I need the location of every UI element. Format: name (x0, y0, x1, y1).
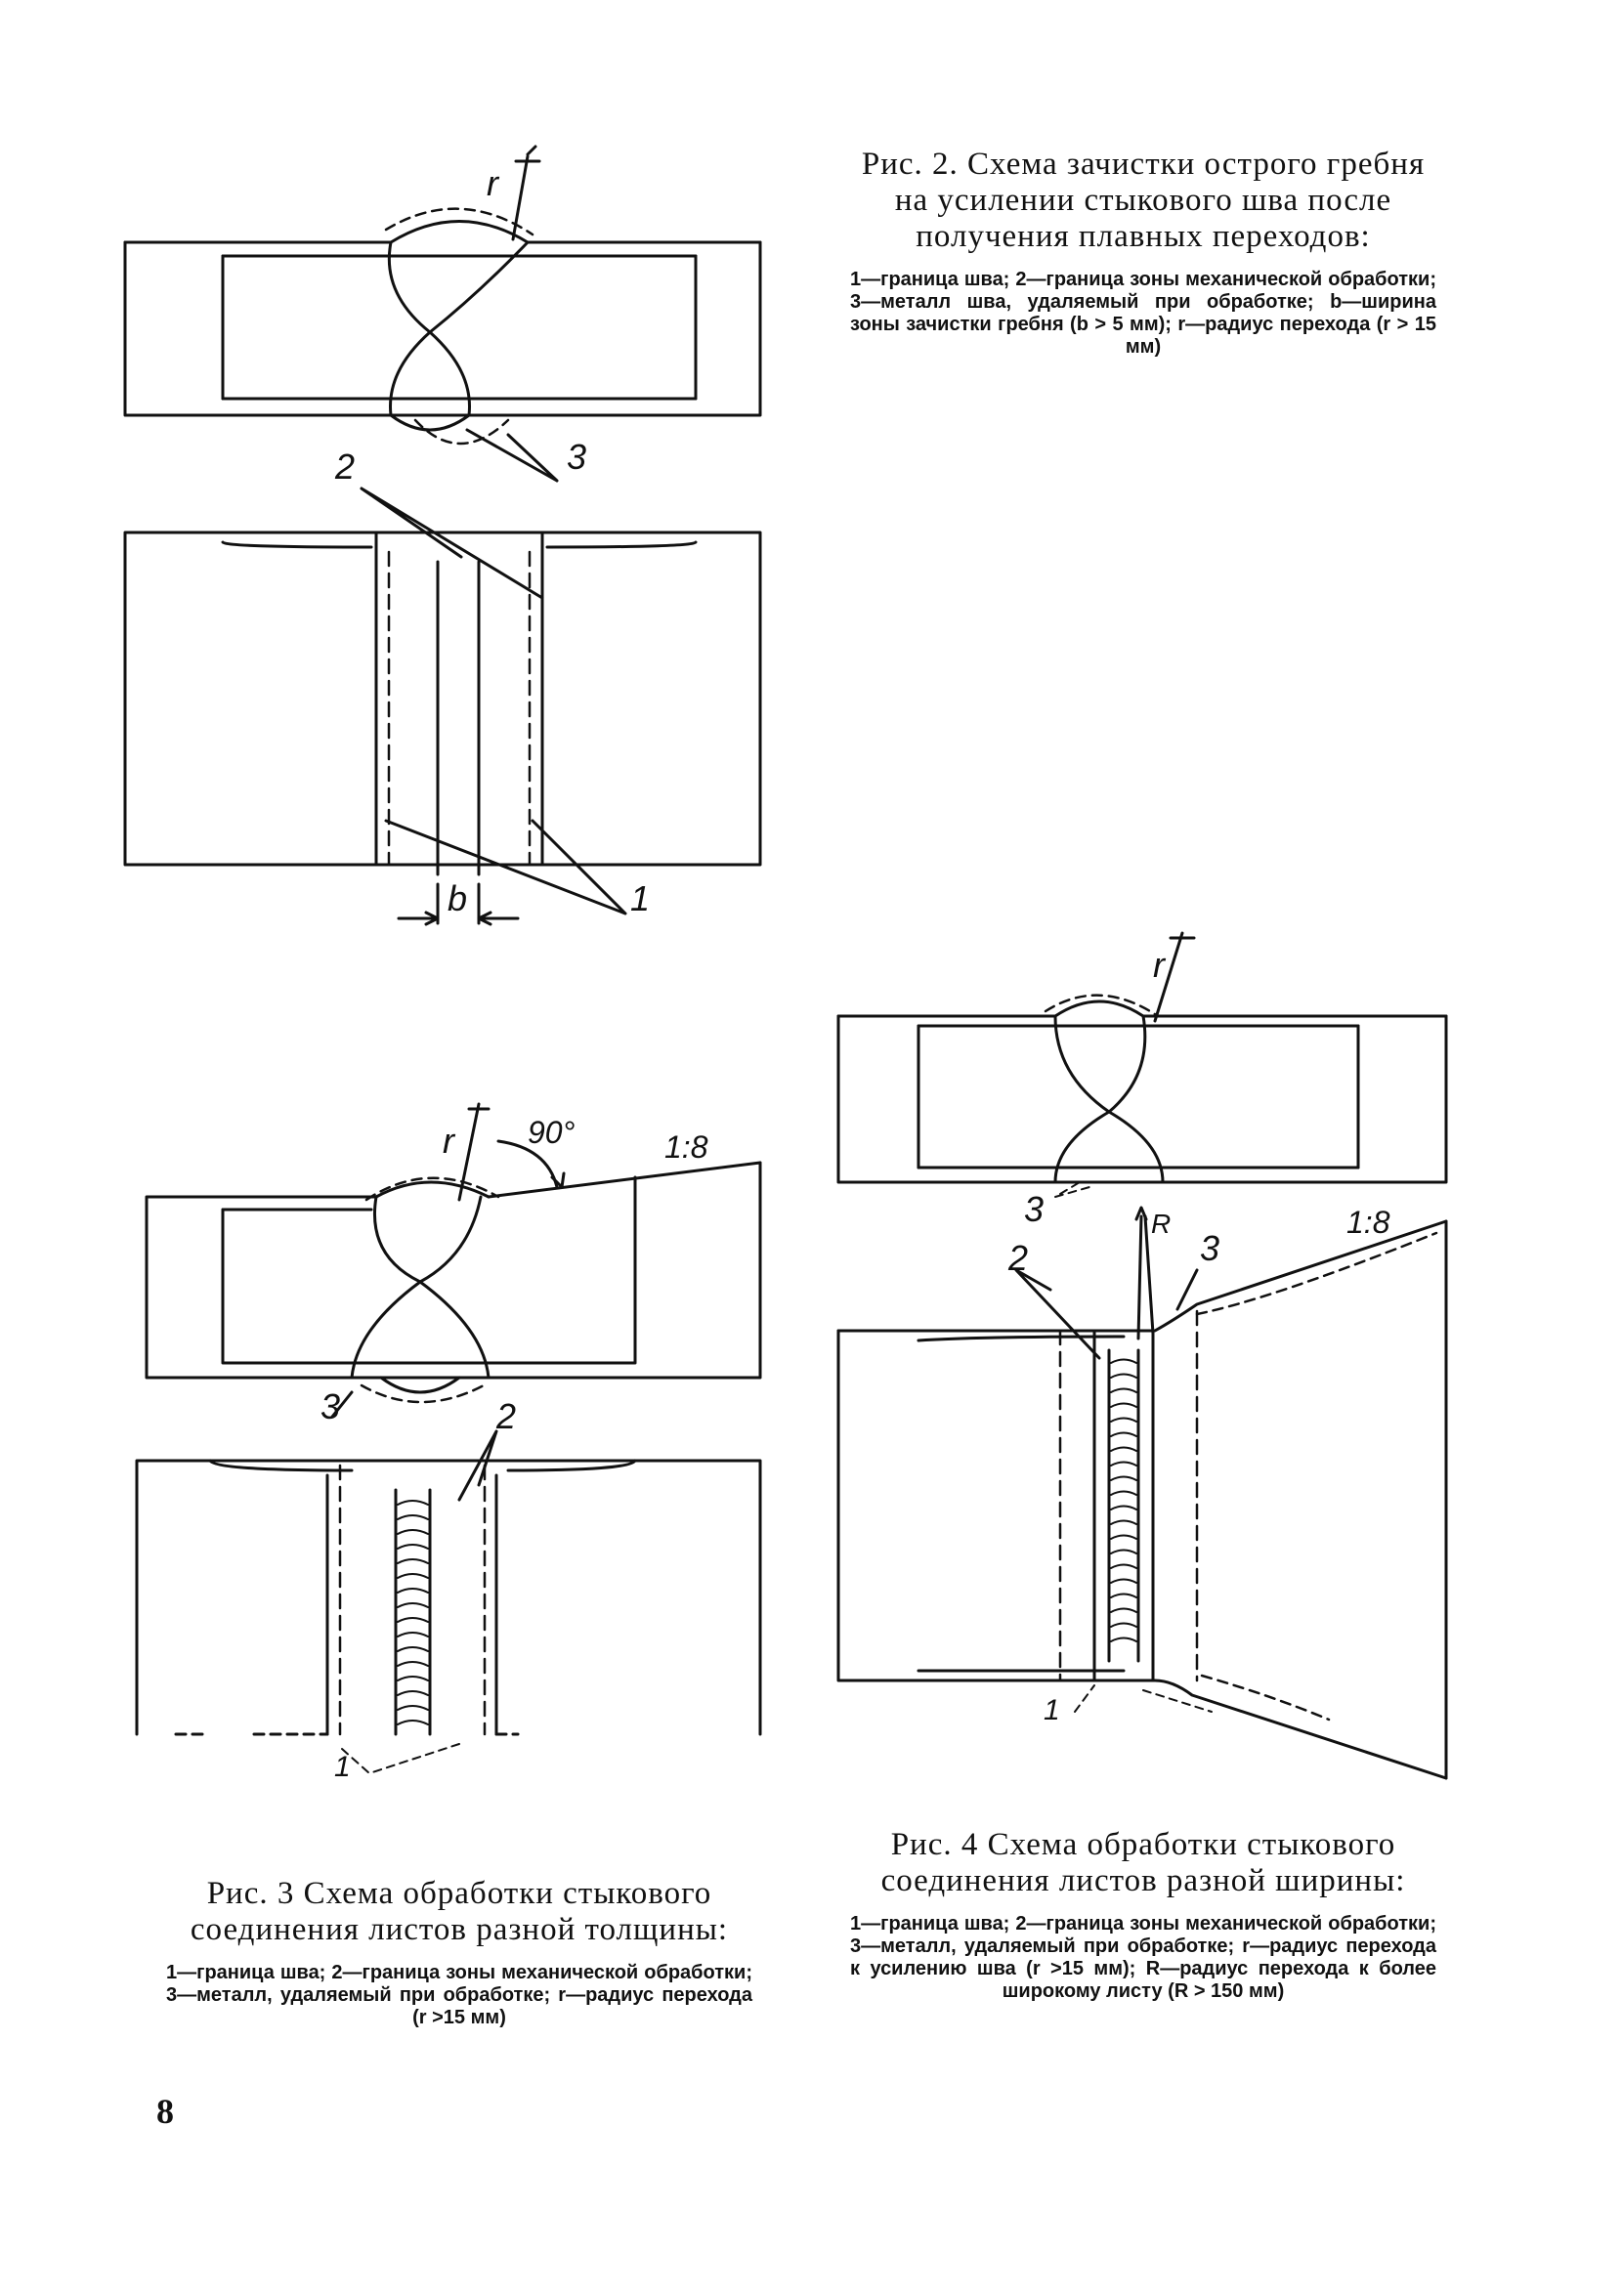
page-number: 8 (156, 2092, 174, 2131)
fig2-label-r: r (487, 163, 500, 203)
fig4-label-3a: 3 (1024, 1189, 1044, 1229)
fig2-label-b: b (448, 878, 467, 918)
fig3-legend: 1—граница шва; 2—граница зоны механическ… (166, 1962, 752, 2028)
fig3-label-angle: 90° (528, 1115, 576, 1150)
fig2-label-1: 1 (630, 878, 650, 918)
fig3-title: Рис. 3 Схема обработки стыкового соедине… (190, 1876, 729, 1947)
fig2-section (123, 145, 762, 483)
fig2-legend: 1—граница шва; 2—граница зоны механическ… (850, 269, 1436, 358)
fig4-label-r: r (1153, 945, 1167, 985)
fig4-label-R: R (1151, 1209, 1171, 1239)
fig2-plan (123, 487, 762, 926)
fig2-title: Рис. 2. Схема зачистки острого гребня на… (861, 147, 1426, 254)
fig2-caption: Рис. 2. Схема зачистки острого гребня на… (850, 147, 1436, 359)
fig4-label-slope: 1:8 (1346, 1205, 1390, 1240)
fig4-legend: 1—граница шва; 2—граница зоны механическ… (850, 1913, 1436, 2002)
fig4-label-1: 1 (1044, 1694, 1060, 1726)
fig3-label-1: 1 (334, 1751, 351, 1783)
fig4-caption: Рис. 4 Схема обработки стыкового соедине… (850, 1827, 1436, 2003)
fig3-section (145, 1102, 762, 1419)
fig3-label-r: r (443, 1121, 456, 1161)
fig4-title: Рис. 4 Схема обработки стыкового соедине… (880, 1827, 1406, 1898)
fig3-label-3: 3 (320, 1386, 340, 1426)
fig2-label-3: 3 (567, 437, 586, 477)
fig3-weld-hatch (397, 1500, 429, 1725)
fig2-label-2: 2 (334, 446, 355, 487)
fig4-label-2: 2 (1007, 1238, 1028, 1278)
fig3-plan (135, 1429, 762, 1774)
fig3-label-2: 2 (495, 1396, 516, 1436)
fig4-weld-hatch (1110, 1358, 1137, 1642)
fig3-caption: Рис. 3 Схема обработки стыкового соедине… (166, 1876, 752, 2029)
fig4-section (836, 931, 1448, 1198)
fig4-plan (836, 1206, 1448, 1780)
fig4-label-3b: 3 (1200, 1228, 1219, 1268)
fig3-label-slope: 1:8 (664, 1129, 708, 1165)
